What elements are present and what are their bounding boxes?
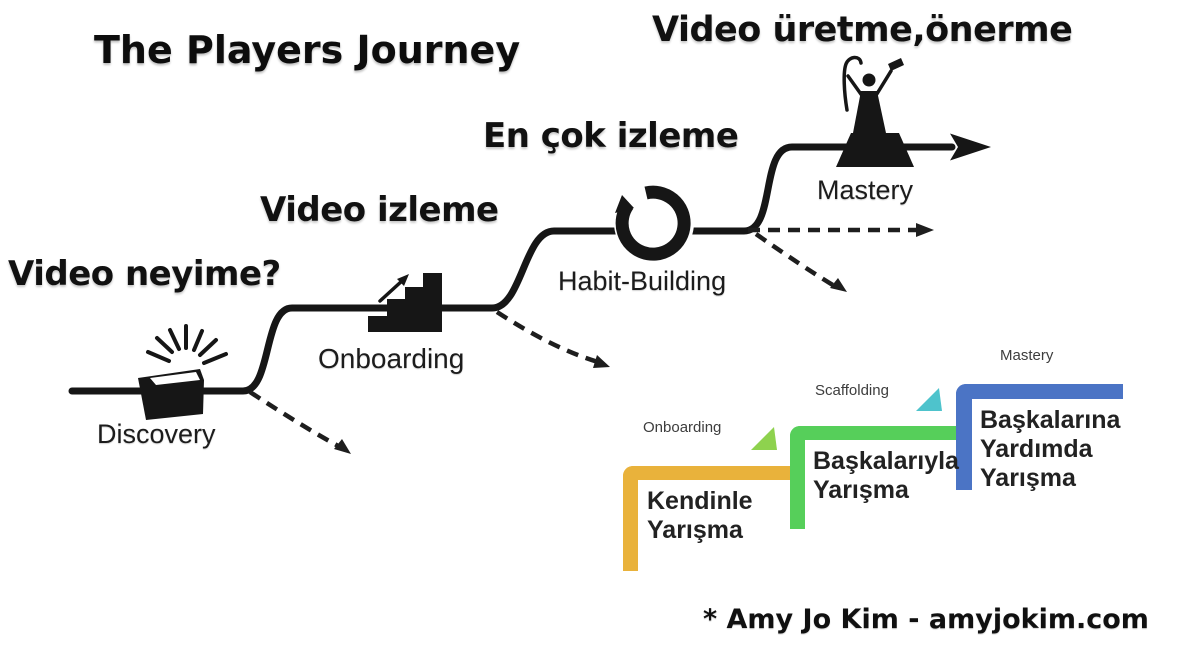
mastery-step-triangle-icon: [916, 388, 942, 411]
churn-arrow-discovery-icon: [248, 390, 351, 454]
step-phase-onboarding: Onboarding: [643, 419, 722, 436]
stage-label-habit-building: Habit-Building: [558, 266, 727, 296]
step-text-onboarding: Kendinle Yarışma: [647, 487, 753, 544]
mastery-champion-icon: [836, 55, 914, 167]
stage-label-mastery: Mastery: [817, 175, 914, 205]
path-arrowhead-icon: [950, 133, 991, 161]
attribution-credit: * Amy Jo Kim - amyjokim.com: [703, 604, 1149, 635]
scaffolding-step-triangle-icon: [751, 427, 777, 450]
caption-habit-building: En çok izleme: [483, 116, 739, 156]
step-text-mastery: Başkalarına Yardımda Yarışma: [980, 406, 1121, 492]
caption-mastery: Video üretme,önerme: [652, 10, 1073, 50]
step-phase-scaffolding: Scaffolding: [815, 382, 889, 399]
churn-arrow-habit-horizontal-icon: [748, 223, 934, 237]
journey-path: [68, 133, 991, 395]
caption-discovery: Video neyime?: [8, 254, 281, 294]
onboarding-stairs-icon: [368, 273, 442, 332]
churn-arrow-onboarding-icon: [495, 310, 610, 368]
step-bar-onboarding: [623, 466, 791, 571]
stage-label-onboarding: Onboarding: [318, 343, 465, 374]
page-title: The Players Journey: [94, 28, 521, 72]
step-bar-scaffolding: [790, 426, 956, 529]
habit-building-loop-icon: [614, 183, 694, 263]
step-bar-mastery: [956, 384, 1123, 490]
step-text-scaffolding: Başkalarıyla Yarışma: [813, 447, 959, 504]
step-phase-mastery: Mastery: [1000, 347, 1054, 364]
discovery-box-icon: [138, 324, 228, 420]
caption-onboarding: Video izleme: [260, 190, 499, 230]
stage-label-discovery: Discovery: [97, 419, 216, 449]
churn-arrow-habit-down-icon: [754, 232, 847, 292]
